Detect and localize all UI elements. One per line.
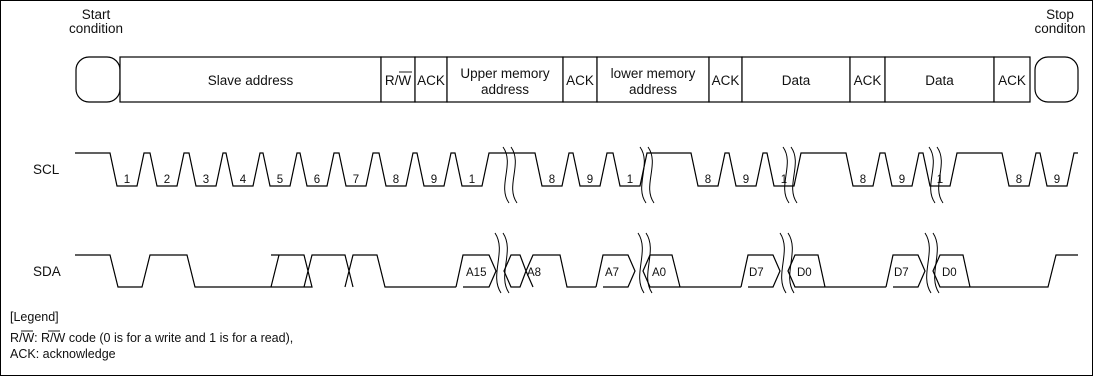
sda-waveform bbox=[75, 254, 1078, 288]
scl-clock-number: 1 bbox=[781, 174, 787, 186]
break-wave-line bbox=[502, 232, 510, 294]
break-wave-line bbox=[502, 146, 510, 204]
frame-field-label: Slave address bbox=[208, 73, 294, 88]
break-wave-line bbox=[510, 146, 518, 204]
scl-clock-number: 8 bbox=[549, 174, 555, 186]
scl-clock-number: 7 bbox=[353, 174, 359, 186]
scl-clock-number: 8 bbox=[705, 174, 711, 186]
scl-clock-number: 2 bbox=[164, 174, 170, 186]
scl-clock-number: 9 bbox=[1054, 174, 1060, 186]
scl-clock-number: 9 bbox=[587, 174, 593, 186]
frame-field-label-line2: address bbox=[481, 82, 529, 97]
stop-condition-label-line1: Stop bbox=[1046, 7, 1074, 22]
break-wave-line bbox=[637, 232, 645, 294]
sda-bit-labels: A15 A8 A7 A0 D7 D0 D7 D0 bbox=[466, 267, 957, 279]
break-wave-line bbox=[936, 146, 944, 204]
scl-clock-number: 9 bbox=[899, 174, 905, 186]
break-wave-line bbox=[782, 146, 790, 204]
frame-field-label: ACK bbox=[566, 73, 594, 88]
scl-clock-number: 8 bbox=[393, 174, 399, 186]
scl-clock-number: 5 bbox=[277, 174, 283, 186]
scl-waveform bbox=[75, 152, 1078, 187]
scl-clock-number: 8 bbox=[860, 174, 866, 186]
break-wave-line bbox=[494, 232, 502, 294]
frame-field-label: ACK bbox=[854, 73, 882, 88]
legend-title: [Legend] bbox=[10, 310, 59, 324]
legend-rw-code: W bbox=[54, 331, 66, 345]
break-wave-line bbox=[928, 146, 936, 204]
frame-field-box bbox=[993, 56, 1031, 103]
stop-condition-label-line2: conditon bbox=[1034, 21, 1085, 36]
sda-bit-label: A0 bbox=[652, 267, 666, 279]
break-wave-line bbox=[779, 232, 787, 294]
break-wave-line bbox=[647, 146, 655, 204]
legend-rw-abbrev: R/W bbox=[10, 331, 35, 345]
frame-field-label: ACK bbox=[417, 73, 445, 88]
break-wave-line bbox=[787, 232, 795, 294]
frame-field-label: ACK bbox=[712, 73, 740, 88]
frame-field-label: ACK bbox=[998, 73, 1026, 88]
scl-clock-number: 9 bbox=[431, 174, 437, 186]
legend-rw-desc: code (0 is for a write and 1 is for a re… bbox=[65, 331, 293, 345]
frame-field-label: Data bbox=[782, 73, 811, 88]
break-wave-line bbox=[645, 232, 653, 294]
scl-clock-number: 1 bbox=[937, 174, 943, 186]
sda-bit-label: D7 bbox=[749, 267, 764, 279]
scl-clock-number: 9 bbox=[743, 174, 749, 186]
scl-clock-number: 4 bbox=[240, 174, 247, 186]
break-wave-line bbox=[790, 146, 798, 204]
frame-field-label: lower memory bbox=[611, 66, 696, 81]
scl-clock-number: 1 bbox=[124, 174, 130, 186]
sda-label: SDA bbox=[33, 264, 61, 279]
frame-field-box bbox=[380, 56, 416, 103]
frame-field-box bbox=[741, 56, 851, 103]
scl-clock-numbers: 1 2 3 4 5 6 7 8 9 1 8 9 1 8 9 1 8 9 1 8 9 bbox=[124, 174, 1060, 186]
legend-rw-line: R/W: R/W code (0 is for a write and 1 is… bbox=[10, 331, 293, 345]
scl-clock-number: 1 bbox=[627, 174, 633, 186]
frame-field-box bbox=[119, 56, 382, 103]
start-condition-label-line2: condition bbox=[69, 21, 123, 36]
sda-bit-label: A8 bbox=[527, 267, 541, 279]
scl-clock-number: 8 bbox=[1016, 174, 1022, 186]
break-wave-line bbox=[932, 232, 940, 294]
sda-bit-label: D7 bbox=[894, 267, 909, 279]
break-wave-line bbox=[639, 146, 647, 204]
start-condition-label-line1: Start bbox=[82, 7, 111, 22]
start-condition-box bbox=[75, 56, 121, 103]
scl-clock-number: 3 bbox=[203, 174, 209, 186]
sda-bit-label: D0 bbox=[942, 267, 957, 279]
break-wave-line bbox=[924, 232, 932, 294]
sda-bit-label: A15 bbox=[466, 267, 486, 279]
stop-condition-box bbox=[1034, 56, 1079, 103]
frame-field-label: Data bbox=[925, 73, 954, 88]
legend-rw-mid: : R/ bbox=[34, 331, 54, 345]
scl-clock-number: 6 bbox=[314, 174, 320, 186]
frame-field-label-line2: address bbox=[629, 82, 677, 97]
scl-label: SCL bbox=[33, 162, 60, 177]
frame-field-label: Upper memory bbox=[460, 66, 550, 81]
legend-ack-line: ACK: acknowledge bbox=[10, 347, 116, 361]
frame-field-box bbox=[884, 56, 995, 103]
break-marks bbox=[494, 146, 944, 294]
frame-field-label: R/W bbox=[385, 73, 412, 88]
sda-bit-label: A7 bbox=[605, 267, 619, 279]
scl-clock-number: 1 bbox=[469, 174, 475, 186]
sda-bit-label: D0 bbox=[797, 267, 812, 279]
frame-field-box bbox=[849, 56, 886, 103]
